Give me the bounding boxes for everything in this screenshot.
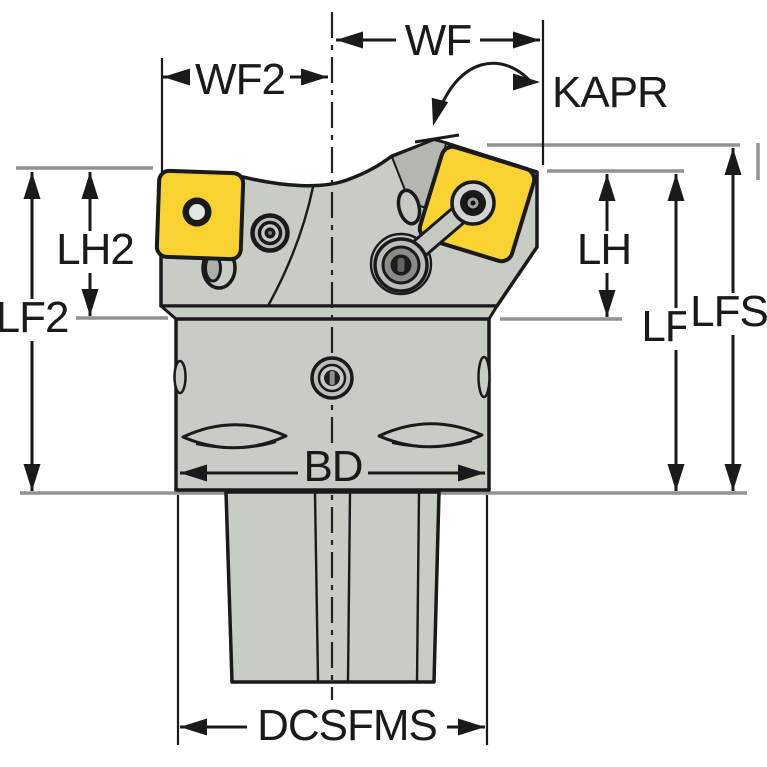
extension-lines — [160, 20, 545, 745]
dim-label-wf: WF — [405, 16, 472, 65]
shank-line-1 — [313, 492, 320, 682]
head-step-chamfer — [159, 304, 499, 321]
shim-screw-left — [250, 213, 290, 253]
dim-label-bd: BD — [303, 442, 362, 491]
inserts-and-fasteners — [154, 144, 537, 400]
label-mask — [190, 56, 290, 98]
dimension-lf2: LF2 — [0, 172, 76, 491]
label-mask — [298, 448, 368, 488]
screw-center-dot — [268, 231, 272, 235]
dim-label-lf: LF — [641, 302, 690, 351]
label-mask — [566, 231, 642, 273]
dimension-lh2: LH2 — [47, 172, 143, 316]
coolant-groove-right-inner — [391, 440, 473, 448]
dim-label-wf2: WF2 — [195, 55, 285, 104]
dimension-bd: BD — [180, 442, 485, 491]
kapr-tangent-line — [414, 133, 460, 144]
dimension-wf: WF — [336, 16, 540, 65]
dimension-lf: LF — [629, 174, 703, 491]
label-mask — [47, 231, 143, 273]
insert-clamp — [373, 180, 496, 293]
shank-flute-lines — [313, 492, 421, 682]
dimension-kapr: KAPR — [414, 61, 669, 144]
dim-label-lf2: LF2 — [0, 293, 68, 342]
dim-label-lh: LH — [577, 225, 631, 274]
kapr-angle-arc — [436, 61, 533, 115]
dim-label-kapr: KAPR — [552, 68, 668, 117]
dimensions: WF2 WF KAPR LH2 LF2 — [0, 16, 767, 750]
clamp-pin-center — [470, 200, 476, 206]
label-mask — [0, 299, 76, 341]
label-mask — [686, 293, 767, 335]
dim-label-dcsfms: DCSFMS — [257, 701, 437, 750]
dimension-dcsfms: DCSFMS — [180, 701, 485, 750]
dimension-lfs: LFS — [686, 148, 767, 491]
pocket-edge-line — [266, 186, 315, 307]
clamp-screw-slot — [397, 258, 405, 272]
shank-line-3 — [415, 492, 421, 682]
body-screw-center — [310, 356, 354, 400]
shank-line-2 — [346, 492, 352, 682]
dim-label-lh2: LH2 — [56, 225, 134, 274]
dim-label-lfs: LFS — [690, 287, 767, 336]
clamp-slot-oval — [396, 188, 422, 226]
body-edge-relief-right — [477, 355, 491, 399]
label-mask — [247, 706, 447, 748]
insert-left-hole — [189, 204, 205, 220]
label-mask — [396, 18, 480, 60]
clamp-counterbore-arc — [369, 232, 433, 296]
body-screw-slot — [329, 371, 335, 385]
dimension-lh: LH — [566, 174, 642, 317]
coolant-groove-left-inner — [195, 441, 277, 449]
dimension-wf2: WF2 — [163, 55, 328, 104]
body-edge-relief-left — [173, 359, 187, 395]
